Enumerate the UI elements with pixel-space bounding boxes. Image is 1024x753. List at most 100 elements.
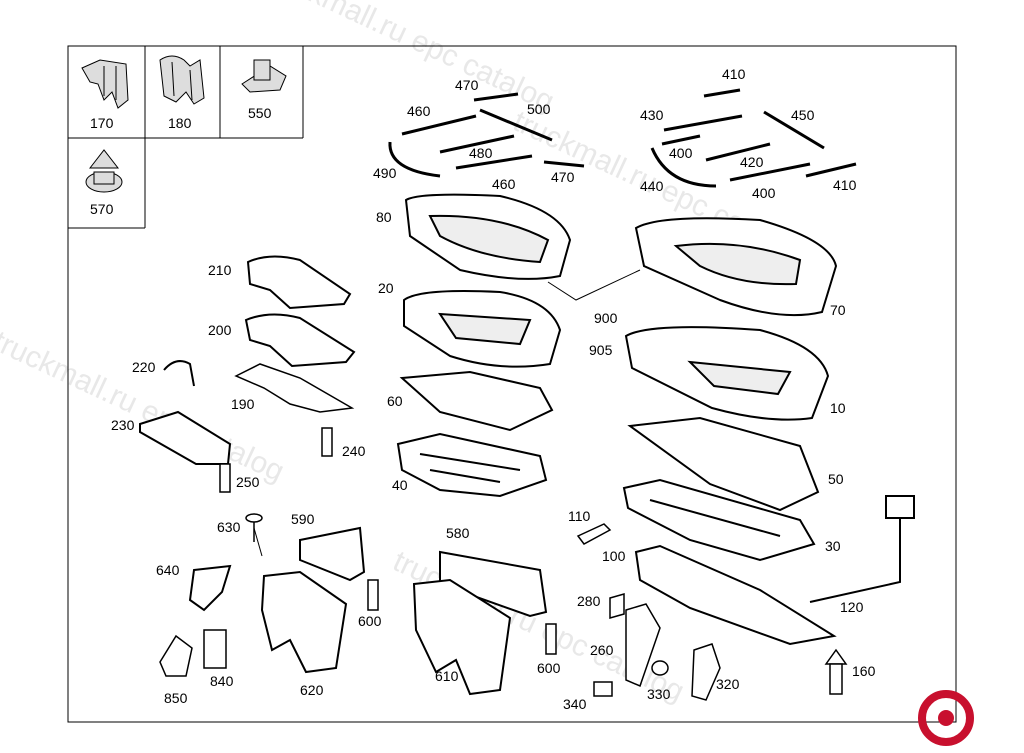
- callout: 470: [455, 77, 479, 93]
- callout: 590: [291, 511, 315, 527]
- cap-840: [203, 629, 227, 669]
- push-nut-icon: [241, 59, 287, 93]
- clip-110: [576, 523, 612, 545]
- callout: 610: [435, 668, 459, 684]
- callout: 400: [669, 145, 693, 161]
- callout: 10: [830, 400, 846, 416]
- callout: 620: [300, 682, 324, 698]
- callout: 60: [387, 393, 403, 409]
- cap-850: [159, 634, 193, 677]
- bolt-600: [367, 579, 379, 611]
- callout: 190: [231, 396, 255, 412]
- rivet-160: [824, 648, 848, 695]
- rail-590: [299, 526, 366, 582]
- callout: 840: [210, 673, 234, 689]
- callout: 460: [407, 103, 431, 119]
- callout: 900: [594, 310, 618, 326]
- legend-label: 570: [90, 201, 114, 217]
- callout: 110: [568, 508, 591, 524]
- leader-lines: [253, 269, 641, 557]
- callout: 410: [722, 66, 746, 82]
- callout: 40: [392, 477, 408, 493]
- legend-grid: [68, 46, 304, 229]
- callout: 210: [208, 262, 232, 278]
- legend-label: 180: [168, 115, 192, 131]
- callout: 480: [469, 145, 493, 161]
- callout: 30: [825, 538, 841, 554]
- callout: 640: [156, 562, 180, 578]
- callout: 905: [589, 342, 613, 358]
- callout: 490: [373, 165, 397, 181]
- seat-frame-40: [396, 432, 548, 498]
- felt-60: [399, 370, 554, 432]
- legend-label: 170: [90, 115, 114, 131]
- screw-630: [245, 513, 263, 542]
- hinge-640: [188, 564, 232, 612]
- clip-280: [609, 593, 625, 619]
- callout: 450: [791, 107, 815, 123]
- callout: 200: [208, 322, 232, 338]
- spring-wires-right: [650, 88, 857, 188]
- callout: 160: [852, 663, 876, 679]
- callout: 80: [376, 209, 392, 225]
- legend-label: 550: [248, 105, 272, 121]
- bolt-340: [593, 681, 613, 697]
- callout: 440: [640, 178, 664, 194]
- callout: 250: [236, 474, 260, 490]
- callout: 430: [640, 107, 664, 123]
- cushion-cover-80: [404, 193, 572, 280]
- callout: 330: [647, 686, 671, 702]
- callout: 220: [132, 359, 156, 375]
- handle-320: [691, 643, 721, 701]
- bolt-250: [219, 463, 231, 493]
- clip-icon: [81, 59, 129, 109]
- callout: 100: [602, 548, 626, 564]
- callout: 20: [378, 280, 394, 296]
- spring-wires-left: [388, 92, 585, 178]
- clip-icon: [159, 55, 205, 105]
- seat-frame-30: [622, 478, 816, 562]
- cover-610: [412, 578, 512, 696]
- cover-620: [260, 570, 348, 674]
- bracket-260: [625, 603, 661, 688]
- callout: 260: [590, 642, 614, 658]
- nut-330: [651, 660, 669, 676]
- callout: 850: [164, 690, 188, 706]
- bolt-240: [321, 427, 333, 457]
- callout: 230: [111, 417, 135, 433]
- callout-labels: 170 180 550 570 470 460 500 480 490 460 …: [90, 66, 876, 712]
- callout: 410: [833, 177, 857, 193]
- cushion-cover-70: [634, 217, 838, 317]
- brand-logo: [880, 660, 1020, 748]
- felt-50: [627, 416, 820, 512]
- callout: 400: [752, 185, 776, 201]
- callout: 460: [492, 176, 516, 192]
- lever-120: [809, 495, 915, 603]
- callout: 500: [527, 101, 551, 117]
- bracket-220: [163, 360, 195, 387]
- callout: 600: [537, 660, 561, 676]
- callout: 420: [740, 154, 764, 170]
- armrest-200: [244, 313, 356, 368]
- bracket-190: [234, 363, 355, 413]
- armrest-210: [246, 255, 352, 310]
- rail-580: [439, 550, 548, 618]
- callout: 240: [342, 443, 366, 459]
- bracket-100: [634, 544, 837, 646]
- callout: 50: [828, 471, 844, 487]
- callout: 600: [358, 613, 382, 629]
- callout: 120: [840, 599, 864, 615]
- diagram-frame: [67, 45, 957, 723]
- callout: 70: [830, 302, 846, 318]
- gear-logo-icon: [918, 690, 974, 746]
- callout: 470: [551, 169, 575, 185]
- callout: 630: [217, 519, 241, 535]
- callout: 320: [716, 676, 740, 692]
- callout: 340: [563, 696, 587, 712]
- cushion-pad-20: [403, 290, 562, 368]
- push-rivet-icon: [85, 149, 123, 193]
- callout: 580: [446, 525, 470, 541]
- bolt-600: [545, 623, 557, 655]
- callout: 280: [577, 593, 601, 609]
